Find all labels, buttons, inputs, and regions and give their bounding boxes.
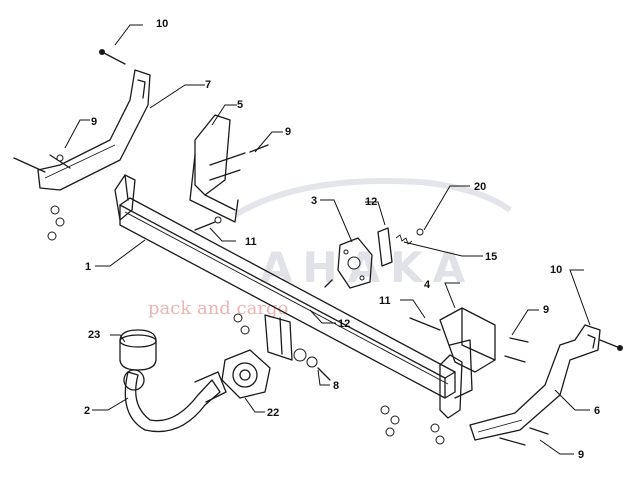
callout-10-right: 10 <box>550 264 562 276</box>
spring-washer-set <box>395 228 424 245</box>
socket-plate <box>337 237 373 289</box>
main-crossbar <box>114 174 463 419</box>
watermark-tagline: pack and cargo <box>148 298 288 319</box>
right-bracket <box>439 307 496 399</box>
center-mount-plate <box>264 314 318 368</box>
callout-5: 5 <box>237 99 243 111</box>
left-side-arm <box>37 69 151 191</box>
socket-bracket <box>377 227 393 267</box>
callout-9-bracket: 9 <box>285 126 291 138</box>
callout-21: 12 <box>365 196 377 208</box>
callout-11-left: 11 <box>245 236 257 248</box>
electrical-socket <box>221 349 271 399</box>
callout-3: 3 <box>311 195 317 207</box>
callout-15: 15 <box>485 251 497 263</box>
callout-12: 12 <box>338 318 350 330</box>
callout-2: 2 <box>84 405 90 417</box>
callout-numbers: 10 7 5 9 9 3 12 20 15 11 1 12 4 11 9 10 … <box>84 18 600 461</box>
callout-4: 4 <box>424 279 431 291</box>
callout-20: 20 <box>474 181 486 193</box>
callout-9-left: 9 <box>91 116 97 128</box>
callout-6: 6 <box>594 405 600 417</box>
callout-9-right: 9 <box>543 304 549 316</box>
callout-8: 8 <box>333 380 339 392</box>
left-bracket <box>189 114 239 223</box>
fasteners <box>13 49 623 446</box>
callout-7: 7 <box>205 79 211 91</box>
watermark: AHAKA pack and cargo <box>148 177 512 319</box>
callout-10-top-left: 10 <box>156 18 168 30</box>
tow-ball-neck <box>123 369 227 433</box>
right-side-arm <box>469 324 601 441</box>
leader-lines <box>64 24 591 455</box>
callout-23: 23 <box>88 329 100 341</box>
callout-9-bottom: 9 <box>578 449 584 461</box>
callout-11-right: 11 <box>379 295 391 307</box>
callout-1: 1 <box>85 261 91 273</box>
ball-cap <box>119 329 157 371</box>
callout-22: 22 <box>267 407 279 419</box>
